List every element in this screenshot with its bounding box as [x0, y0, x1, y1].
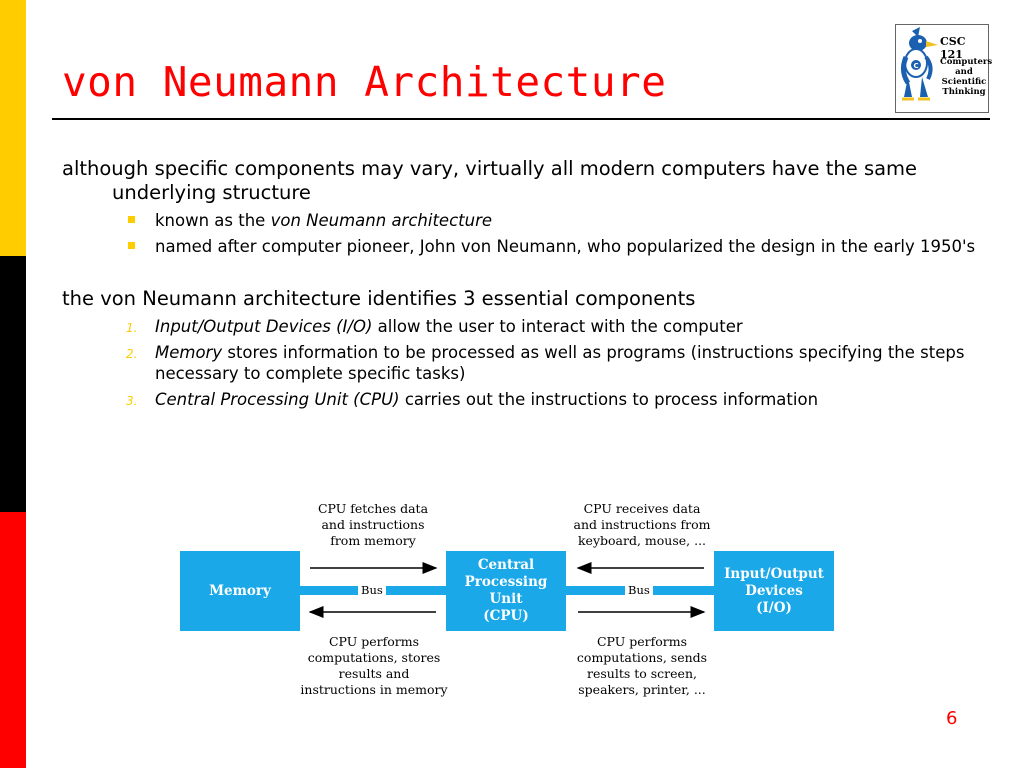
architecture-diagram: CPU fetches data and instructions from m…	[178, 498, 838, 708]
bus-label-left: Bus	[358, 582, 386, 598]
cpu-box: Central Processing Unit (CPU)	[446, 551, 566, 631]
title-divider	[52, 118, 990, 120]
logo-line: Thinking	[942, 87, 986, 97]
sub-bullet-list: known as the von Neumann architecture na…	[62, 210, 982, 257]
square-bullet-icon	[128, 216, 135, 223]
list-number: 3.	[126, 394, 138, 408]
main-point: the von Neumann architecture identifies …	[62, 287, 696, 310]
sub-bullet-text: named after computer pioneer, John von N…	[155, 237, 976, 256]
numbered-item: 3. Central Processing Unit (CPU) carries…	[62, 389, 982, 410]
logo-line: Computers	[940, 57, 993, 67]
side-stripe-yellow	[0, 0, 26, 256]
component-description: stores information to be processed as we…	[155, 343, 965, 383]
memory-box: Memory	[180, 551, 300, 631]
logo-line: Scientific	[941, 77, 987, 87]
numbered-item: 2. Memory stores information to be proce…	[62, 342, 982, 384]
svg-text:C: C	[914, 62, 919, 70]
logo-course-code: CSC 121	[940, 35, 966, 61]
component-name: Central Processing Unit (CPU)	[155, 390, 400, 409]
numbered-list: 1. Input/Output Devices (I/O) allow the …	[62, 316, 982, 410]
main-point: although specific components may vary, v…	[62, 157, 918, 204]
bus-label-right: Bus	[625, 582, 653, 598]
component-name: Memory	[155, 343, 223, 362]
data-flow-arrows	[308, 562, 706, 618]
sub-bullet-emphasis: von Neumann architecture	[270, 211, 493, 230]
sub-bullet: named after computer pioneer, John von N…	[62, 236, 982, 257]
slide-body: although specific components may vary, v…	[62, 157, 982, 415]
page-number: 6	[946, 708, 958, 729]
caption-top-left: CPU fetches data and instructions from m…	[317, 501, 429, 548]
course-logo: C CSC 121 Computers and Scientific Think…	[895, 24, 993, 113]
component-description: allow the user to interact with the comp…	[372, 317, 743, 336]
logo-line: and	[955, 67, 973, 77]
component-description: carries out the instructions to process …	[399, 390, 819, 409]
side-stripe-black	[0, 256, 26, 512]
slide-title: von Neumann Architecture	[62, 58, 667, 106]
bluejay-mascot-icon: C	[900, 27, 938, 101]
list-number: 2.	[126, 347, 138, 361]
side-stripe-red	[0, 512, 26, 768]
caption-top-right: CPU receives data and instructions from …	[573, 501, 711, 548]
square-bullet-icon	[128, 242, 135, 249]
list-number: 1.	[126, 321, 138, 335]
numbered-item: 1. Input/Output Devices (I/O) allow the …	[62, 316, 982, 337]
component-name: Input/Output Devices (I/O)	[155, 317, 373, 336]
io-box: Input/Output Devices (I/O)	[714, 551, 834, 631]
caption-bottom-right: CPU performs computations, sends results…	[576, 634, 708, 697]
caption-bottom-left: CPU performs computations, stores result…	[300, 634, 448, 697]
sub-bullet: known as the von Neumann architecture	[62, 210, 982, 231]
sub-bullet-text: known as the	[155, 211, 271, 230]
